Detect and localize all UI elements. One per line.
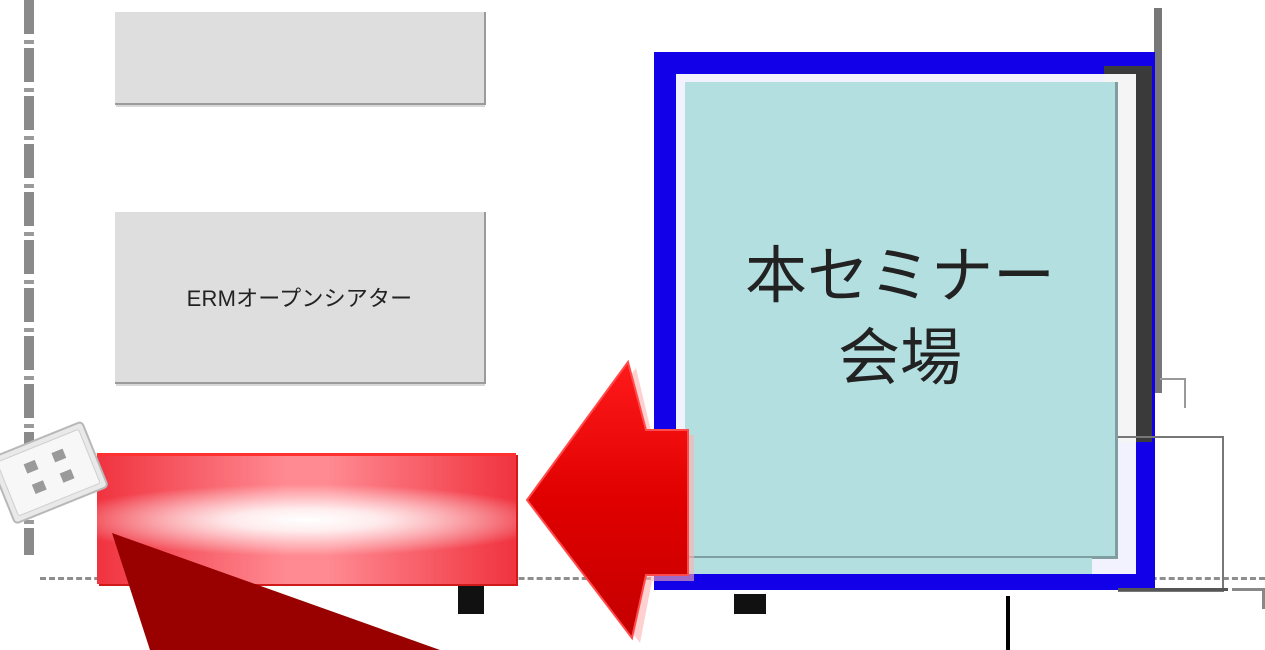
venue-bottom-strip [688, 558, 1092, 574]
booth-erm-label: ERMオープンシアター [186, 286, 413, 311]
side-room-outline [1118, 436, 1224, 592]
booth-top [115, 12, 486, 105]
entrance-marker-right [734, 594, 766, 614]
seminar-venue [685, 82, 1118, 559]
side-base-line [1118, 588, 1228, 591]
door-line [1006, 596, 1010, 650]
venue-title: 本セミナー 会場 [744, 239, 1055, 394]
entrance-marker-left [458, 584, 484, 614]
highlight-bar [97, 453, 516, 584]
corner-line [1232, 588, 1265, 609]
usb-connector-icon [0, 421, 108, 524]
right-wall [1154, 8, 1162, 393]
left-wall [24, 0, 34, 555]
booth-erm-open-theater: ERMオープンシアター [115, 212, 486, 384]
side-step-outline [1160, 378, 1186, 408]
